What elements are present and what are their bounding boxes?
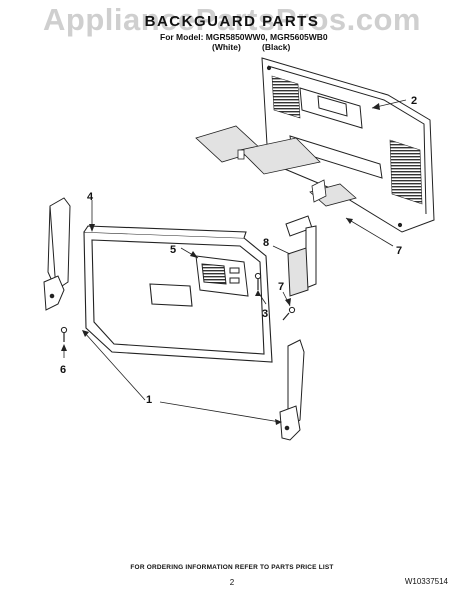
callout-5: 5 [170, 244, 176, 256]
arrowheads [61, 103, 380, 425]
callout-7-right: 7 [278, 281, 284, 293]
right-end-cap [279, 339, 305, 441]
screw-7-right [282, 306, 296, 321]
control-board [195, 255, 249, 297]
callout-7-left: 6 [60, 364, 66, 376]
callout-3: 3 [262, 308, 268, 320]
callout-2: 2 [411, 95, 417, 107]
ordering-note: FOR ORDERING INFORMATION REFER TO PARTS … [130, 564, 334, 571]
insulation-strips [195, 125, 357, 207]
callout-4: 4 [87, 191, 94, 203]
left-end-cap [43, 197, 71, 311]
screw-3 [254, 272, 262, 290]
callout-6: 7 [396, 245, 402, 257]
color-white-label: (White) [212, 42, 241, 52]
page-title: BACKGUARD PARTS [144, 13, 320, 30]
callout-1: 1 [146, 394, 152, 406]
page-number: 2 [229, 578, 235, 587]
document-number: W10337514 [404, 577, 448, 586]
screw-7-left [60, 326, 68, 342]
bracket [285, 215, 317, 297]
callout-8: 8 [263, 237, 269, 249]
color-black-label: (Black) [262, 42, 291, 52]
model-numbers: For Model: MGR5850WW0, MGR5605WB0 [160, 32, 328, 42]
